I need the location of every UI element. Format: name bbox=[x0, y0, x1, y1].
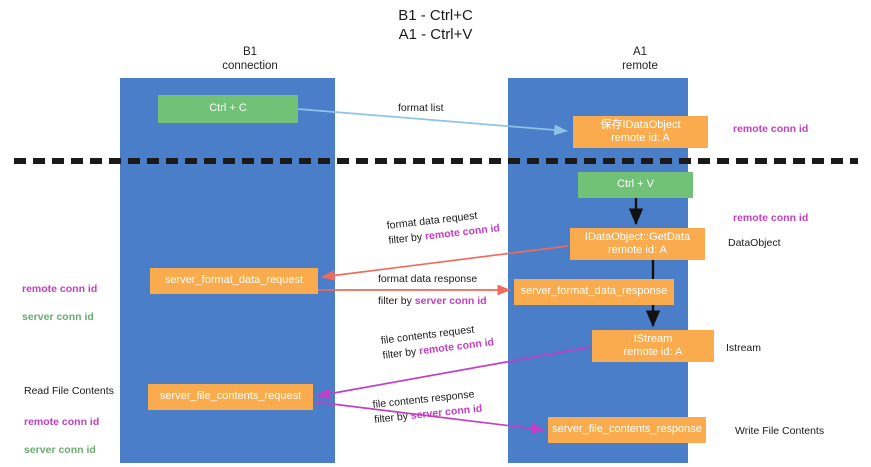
filter-prefix: filter by bbox=[387, 230, 426, 247]
node-server-format-data-response[interactable]: server_format_data_response bbox=[514, 279, 674, 305]
filter-prefix: filter by bbox=[373, 410, 412, 426]
column-header-b1: B1 connection bbox=[222, 46, 278, 72]
node-idataobject[interactable]: 保存IDataObject remote id: A bbox=[573, 116, 708, 148]
flow-label-line1: format list bbox=[398, 102, 444, 114]
arrow-file-contents-response bbox=[315, 401, 545, 434]
annotation-read-file-contents: Read File Contents bbox=[24, 385, 114, 397]
node-server-format-data-request[interactable]: server_format_data_request bbox=[150, 268, 318, 294]
node-server-file-contents-request[interactable]: server_file_contents_request bbox=[148, 384, 313, 410]
node-ctrl-c[interactable]: Ctrl + C bbox=[158, 95, 298, 123]
legend-conn-ids-bottom: remote conn id server conn id bbox=[24, 401, 99, 467]
annotation-istream: Istream bbox=[726, 342, 762, 354]
arrow-format-data-request bbox=[321, 245, 569, 281]
node-istream[interactable]: IStream remote id: A bbox=[592, 330, 714, 362]
node-server-file-contents-response[interactable]: server_file_contents_response bbox=[548, 417, 706, 443]
annotation-remote-conn-id-top: remote conn id bbox=[733, 123, 809, 135]
annotation-remote-conn-id-mid: remote conn id bbox=[733, 212, 809, 224]
annotation-dataobject: DataObject bbox=[728, 237, 781, 249]
legend-remote-conn-id: remote conn id bbox=[22, 283, 98, 295]
arrow-file-contents-request bbox=[316, 346, 591, 400]
filter-prefix: filter by bbox=[378, 295, 415, 307]
flow-label-line1: format data response bbox=[378, 273, 478, 285]
legend-server-conn-id: server conn id bbox=[24, 444, 96, 456]
flow-label-format-data-response: format data response filter by server co… bbox=[378, 272, 487, 309]
filter-key-server-conn-id: server conn id bbox=[414, 295, 487, 307]
flow-label-format-list: format list bbox=[398, 101, 444, 116]
page-title: B1 - Ctrl+C A1 - Ctrl+V bbox=[398, 7, 473, 43]
legend-conn-ids-top: remote conn id server conn id bbox=[22, 268, 97, 338]
filter-prefix: filter by bbox=[381, 345, 420, 362]
legend-remote-conn-id: remote conn id bbox=[24, 416, 100, 428]
annotation-write-file-contents: Write File Contents bbox=[735, 425, 825, 437]
node-idataobject-getdata[interactable]: IDataObject::GetData remote id: A bbox=[570, 228, 705, 260]
arrow-format-list bbox=[297, 108, 568, 136]
node-ctrl-v[interactable]: Ctrl + V bbox=[578, 172, 693, 198]
legend-server-conn-id: server conn id bbox=[22, 311, 94, 323]
column-header-a1: A1 remote bbox=[622, 46, 658, 72]
flow-label-line2: filter by server conn id bbox=[378, 294, 487, 309]
